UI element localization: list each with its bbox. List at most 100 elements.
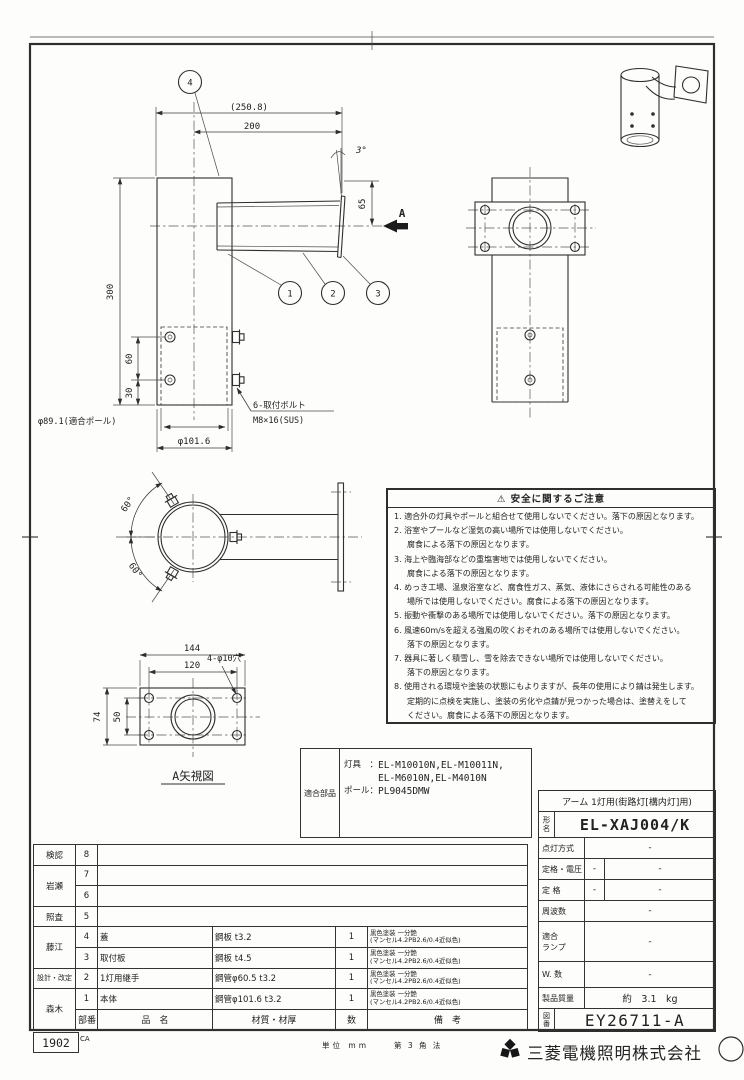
view-direction-arrow xyxy=(383,219,408,233)
part-no: 2 xyxy=(75,967,98,990)
revision-circle xyxy=(718,1036,744,1062)
revision-cell xyxy=(97,864,528,887)
drawing-number: EY26711-A xyxy=(584,1010,686,1030)
header-part-no: 部番 xyxy=(75,1008,98,1031)
row-no: 7 xyxy=(75,864,98,887)
rating-voltage-value: - xyxy=(658,864,662,874)
balloon-3: 3 xyxy=(342,255,391,306)
dim-74: 74 xyxy=(93,712,103,723)
safety-title: ⚠ 安全に関するご注意 xyxy=(388,490,714,508)
dim-65: 65 xyxy=(358,199,368,210)
balloon-1-number: 1 xyxy=(287,290,292,300)
mitsubishi-logo-icon xyxy=(500,1038,520,1058)
part-qty: 1 xyxy=(335,988,368,1010)
part-material: 鋼板 t4.5 xyxy=(212,946,336,969)
safety-line: 4. めっき工場、温泉浴室など、腐食性ガス、蒸気、液体にさらされる可能性のある xyxy=(394,583,692,593)
row-no: 6 xyxy=(75,885,98,907)
safety-line: ください。腐食による落下の原因となります。 xyxy=(407,710,574,720)
title-block: アーム 1灯用(街路灯[構内灯]用) 形名 EL-XAJ004/K 点灯方式 -… xyxy=(538,790,716,1032)
parts-table: 検認 8 岩瀬 7 6 照査 5 藤江 4 蓋 鋼板 t3.2 1 黒色塗装 一… xyxy=(33,844,528,1031)
main-side-view: 1 2 3 4 (250.8) 200 3° 65 300 60 xyxy=(38,69,408,452)
safety-notice-box: ⚠ 安全に関するご注意 1. 適合外の灯具やポールと組合せて使用しないでください… xyxy=(386,488,716,724)
header-remarks: 備 考 xyxy=(367,1008,528,1031)
isometric-sketch xyxy=(620,65,709,148)
side-bolt-lower xyxy=(231,372,245,388)
approver-cell: 設計・改定 xyxy=(33,967,76,990)
part-qty: 1 xyxy=(335,946,368,969)
bolt-note-line2: M8×16(SUS) xyxy=(253,416,304,426)
rating-voltage-sub: - xyxy=(585,859,605,879)
sheet-corner-code: 1902 xyxy=(33,1032,79,1053)
balloon-2: 2 xyxy=(302,252,346,306)
part-name: 取付板 xyxy=(97,946,213,969)
row-no: 5 xyxy=(75,905,98,928)
dim-angle-upper: 60° xyxy=(120,495,138,514)
dim-30: 30 xyxy=(125,388,135,399)
bolt-note-line1: 6-取付ボルト xyxy=(253,400,306,411)
balloon-4: 4 xyxy=(177,69,220,177)
sheet-corner-code2: CA xyxy=(80,1035,90,1043)
product-name: アーム 1灯用(街路灯[構内灯]用) xyxy=(562,797,692,808)
rating-value: - xyxy=(658,885,662,895)
part-material: 鋼板 t3.2 xyxy=(212,926,336,948)
holes-note: 4-φ10穴 xyxy=(207,653,242,664)
compatible-parts-box: 適合部品 灯具 ： EL-M10010N,EL-M10011N, EL-M601… xyxy=(300,748,532,838)
company-name: 三菱電機照明株式会社 xyxy=(527,1044,702,1063)
safety-line: 1. 適合外の灯具やポールと組合せて使用しないでください。落下の原因となります。 xyxy=(394,512,699,521)
part-name: 1灯用継手 xyxy=(97,967,213,990)
part-remarks: 黒色塗装 一分艶 (マンセル4.2PB2.6/0.4近似色) xyxy=(367,967,528,990)
projection-method-label: 第 3 角 法 xyxy=(394,1041,443,1050)
side-bolt-upper xyxy=(231,329,245,345)
lighting-method-value: - xyxy=(648,843,652,853)
safety-line: 落下の原因となります。 xyxy=(407,668,494,678)
balloon-4-number: 4 xyxy=(187,79,192,89)
frequency-value: - xyxy=(648,906,652,916)
safety-line: 8. 使用される環境や塗装の状態にもよりますが、長年の使用により錆は発生します。 xyxy=(394,682,699,692)
approver-cell: 藤江 xyxy=(33,926,76,969)
dim-50: 50 xyxy=(113,712,123,723)
view-arrow-label: A xyxy=(399,207,406,220)
dim-pole-diameter: φ89.1(適合ポール) xyxy=(38,416,116,427)
approver-cell: 検認 xyxy=(33,844,76,866)
part-material: 鋼管φ101.6 t3.2 xyxy=(212,988,336,1010)
flange-view-caption: A矢視図 xyxy=(172,769,213,783)
safety-line: 2. 浴室やプールなど湿気の高い場所では使用しないでください。 xyxy=(394,526,628,536)
pole-model: PL9045DMW xyxy=(378,786,430,797)
approver-cell: 岩瀬 xyxy=(33,864,76,907)
frequency-label: 周波数 xyxy=(539,901,585,921)
header-qty: 数 xyxy=(335,1008,368,1031)
dim-angle-lower: 60° xyxy=(126,561,144,580)
warning-icon: ⚠ xyxy=(496,494,507,505)
dim-body-diameter: φ101.6 xyxy=(178,437,211,447)
safety-line: 7. 器具に著しく積雪し、雪を除去できない場所では使用しないでください。 xyxy=(394,654,668,664)
part-remarks: 黒色塗装 一分艶 (マンセル4.2PB2.6/0.4近似色) xyxy=(367,946,528,969)
mass-value: 約 3.1 kg xyxy=(622,994,678,1005)
model-number: EL-XAJ004/K xyxy=(579,815,691,834)
units-label: 単位 mm xyxy=(322,1041,369,1050)
revision-cell xyxy=(97,844,528,866)
front-view xyxy=(466,167,596,420)
lamp-models: EL-M10010N,EL-M10011N, EL-M6010N,EL-M401… xyxy=(378,760,504,784)
drawing-number-label: 図番 xyxy=(539,1009,555,1031)
dim-tilt-angle: 3° xyxy=(355,146,367,156)
safety-line: 定期的に点検を実施し、塗装の劣化や点錆が見つかった場合は、塗替えをして xyxy=(407,696,687,706)
flange-view: 144 120 4-φ10穴 74 50 A矢視図 xyxy=(93,644,260,785)
revision-cell xyxy=(97,885,528,907)
compatible-parts-label: 適合部品 xyxy=(301,749,340,837)
model-label: 形名 xyxy=(539,812,555,837)
approver-cell: 照査 xyxy=(33,905,76,928)
dim-120: 120 xyxy=(184,661,200,671)
lighting-method-label: 点灯方式 xyxy=(539,838,585,858)
compatible-lamp-value: - xyxy=(648,936,652,947)
part-remarks: 黒色塗装 一分艶 (マンセル4.2PB2.6/0.4近似色) xyxy=(367,926,528,948)
part-no: 1 xyxy=(75,988,98,1010)
part-name: 本体 xyxy=(97,988,213,1010)
part-no: 3 xyxy=(75,946,98,969)
rating-label: 定 格 xyxy=(539,880,585,900)
lamp-label: 灯具 ： xyxy=(344,760,379,770)
safety-line: 腐食による落下の原因となります。 xyxy=(407,540,534,550)
part-no: 4 xyxy=(75,926,98,948)
mass-label: 製品質量 xyxy=(539,988,585,1008)
